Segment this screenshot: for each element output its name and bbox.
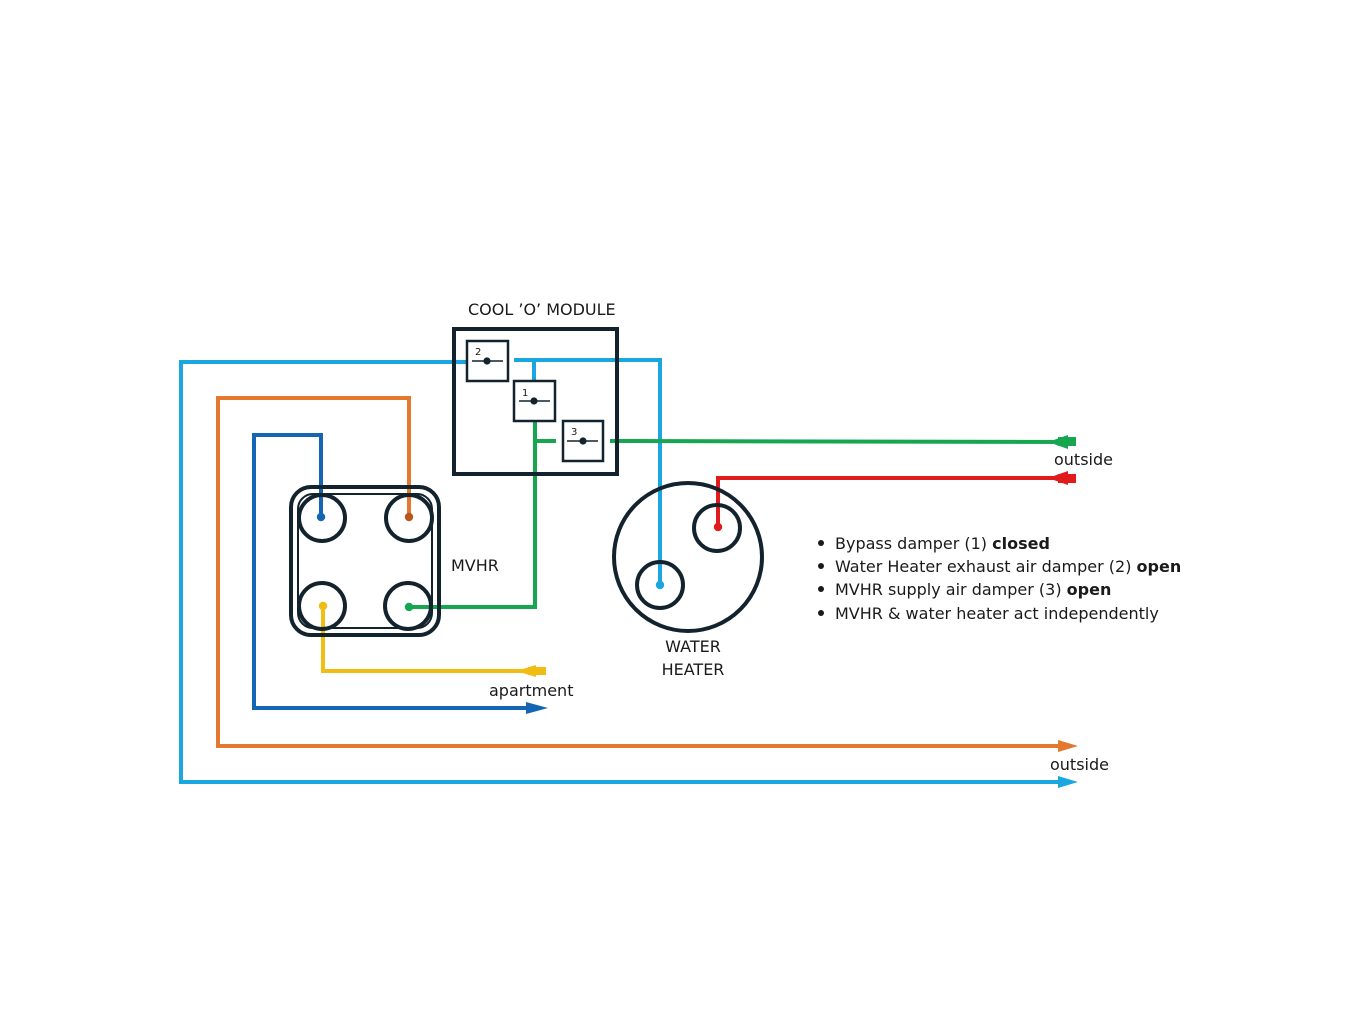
- bullet-icon: [818, 563, 824, 570]
- arrow-left-icon: [1048, 471, 1068, 485]
- note-text: MVHR supply air damper (3): [835, 580, 1067, 600]
- mvhr-port-exhaust: [384, 493, 434, 543]
- duct-light-blue-exhaust: [179, 360, 1058, 784]
- mvhr-unit: [289, 485, 441, 637]
- damper-3-number: 3: [571, 427, 577, 438]
- outside-label-top: outside: [1054, 450, 1113, 469]
- status-notes: Bypass damper (1) closed Water Heater ex…: [818, 532, 1181, 625]
- note-status: closed: [992, 534, 1050, 553]
- arrow-right-icon: [526, 702, 548, 714]
- note-text: Bypass damper (1): [835, 534, 993, 553]
- module-title: COOL ’O’ MODULE: [468, 300, 616, 319]
- outside-label-bottom: outside: [1050, 755, 1109, 774]
- mvhr-port-supply: [297, 493, 347, 543]
- mvhr-port-intake: [383, 581, 433, 631]
- note-item: Bypass damper (1) closed: [818, 532, 1181, 555]
- damper-1-number: 1: [522, 388, 528, 399]
- duct-dark-blue-supply: [252, 433, 528, 710]
- arrow-right-icon: [1058, 776, 1078, 788]
- note-item: MVHR supply air damper (3) open: [818, 578, 1181, 601]
- damper-1: 1: [512, 379, 557, 423]
- duct-yellow-extract: [321, 606, 546, 673]
- note-status: open: [1136, 557, 1182, 577]
- note-item: MVHR & water heater act independently: [818, 602, 1181, 625]
- damper-2: 2: [465, 339, 510, 383]
- water-heater-label-line1: WATER: [665, 637, 721, 656]
- duct-yellow-end: [528, 667, 546, 675]
- bullet-icon: [818, 609, 824, 616]
- duct-light-blue-heater: [514, 358, 662, 585]
- arrow-right-icon: [1058, 740, 1078, 752]
- duct-red-intake: [716, 476, 1075, 527]
- note-status: open: [1066, 580, 1112, 600]
- water-heater-port-intake: [692, 503, 742, 553]
- damper-2-number: 2: [475, 347, 481, 358]
- duct-green-supply: [409, 439, 556, 609]
- water-heater-unit: [612, 481, 764, 633]
- duct-green-intake: [609, 439, 1076, 444]
- damper-3: 3: [561, 419, 605, 463]
- water-heater-port-exhaust: [635, 560, 685, 610]
- apartment-label: apartment: [489, 681, 574, 700]
- bullet-icon: [818, 586, 824, 593]
- bullet-icon: [818, 540, 824, 546]
- cool-o-module-box: [452, 327, 619, 476]
- note-text: MVHR & water heater act independently: [835, 603, 1159, 623]
- note-item: Water Heater exhaust air damper (2) open: [818, 555, 1181, 578]
- mvhr-port-extract: [297, 581, 347, 631]
- note-text: Water Heater exhaust air damper (2): [835, 557, 1137, 577]
- mvhr-label: MVHR: [451, 556, 499, 575]
- arrow-left-icon: [1048, 435, 1068, 449]
- duct-orange-exhaust: [216, 396, 1058, 748]
- water-heater-label-line2: HEATER: [661, 660, 725, 679]
- arrow-left-icon: [516, 665, 536, 677]
